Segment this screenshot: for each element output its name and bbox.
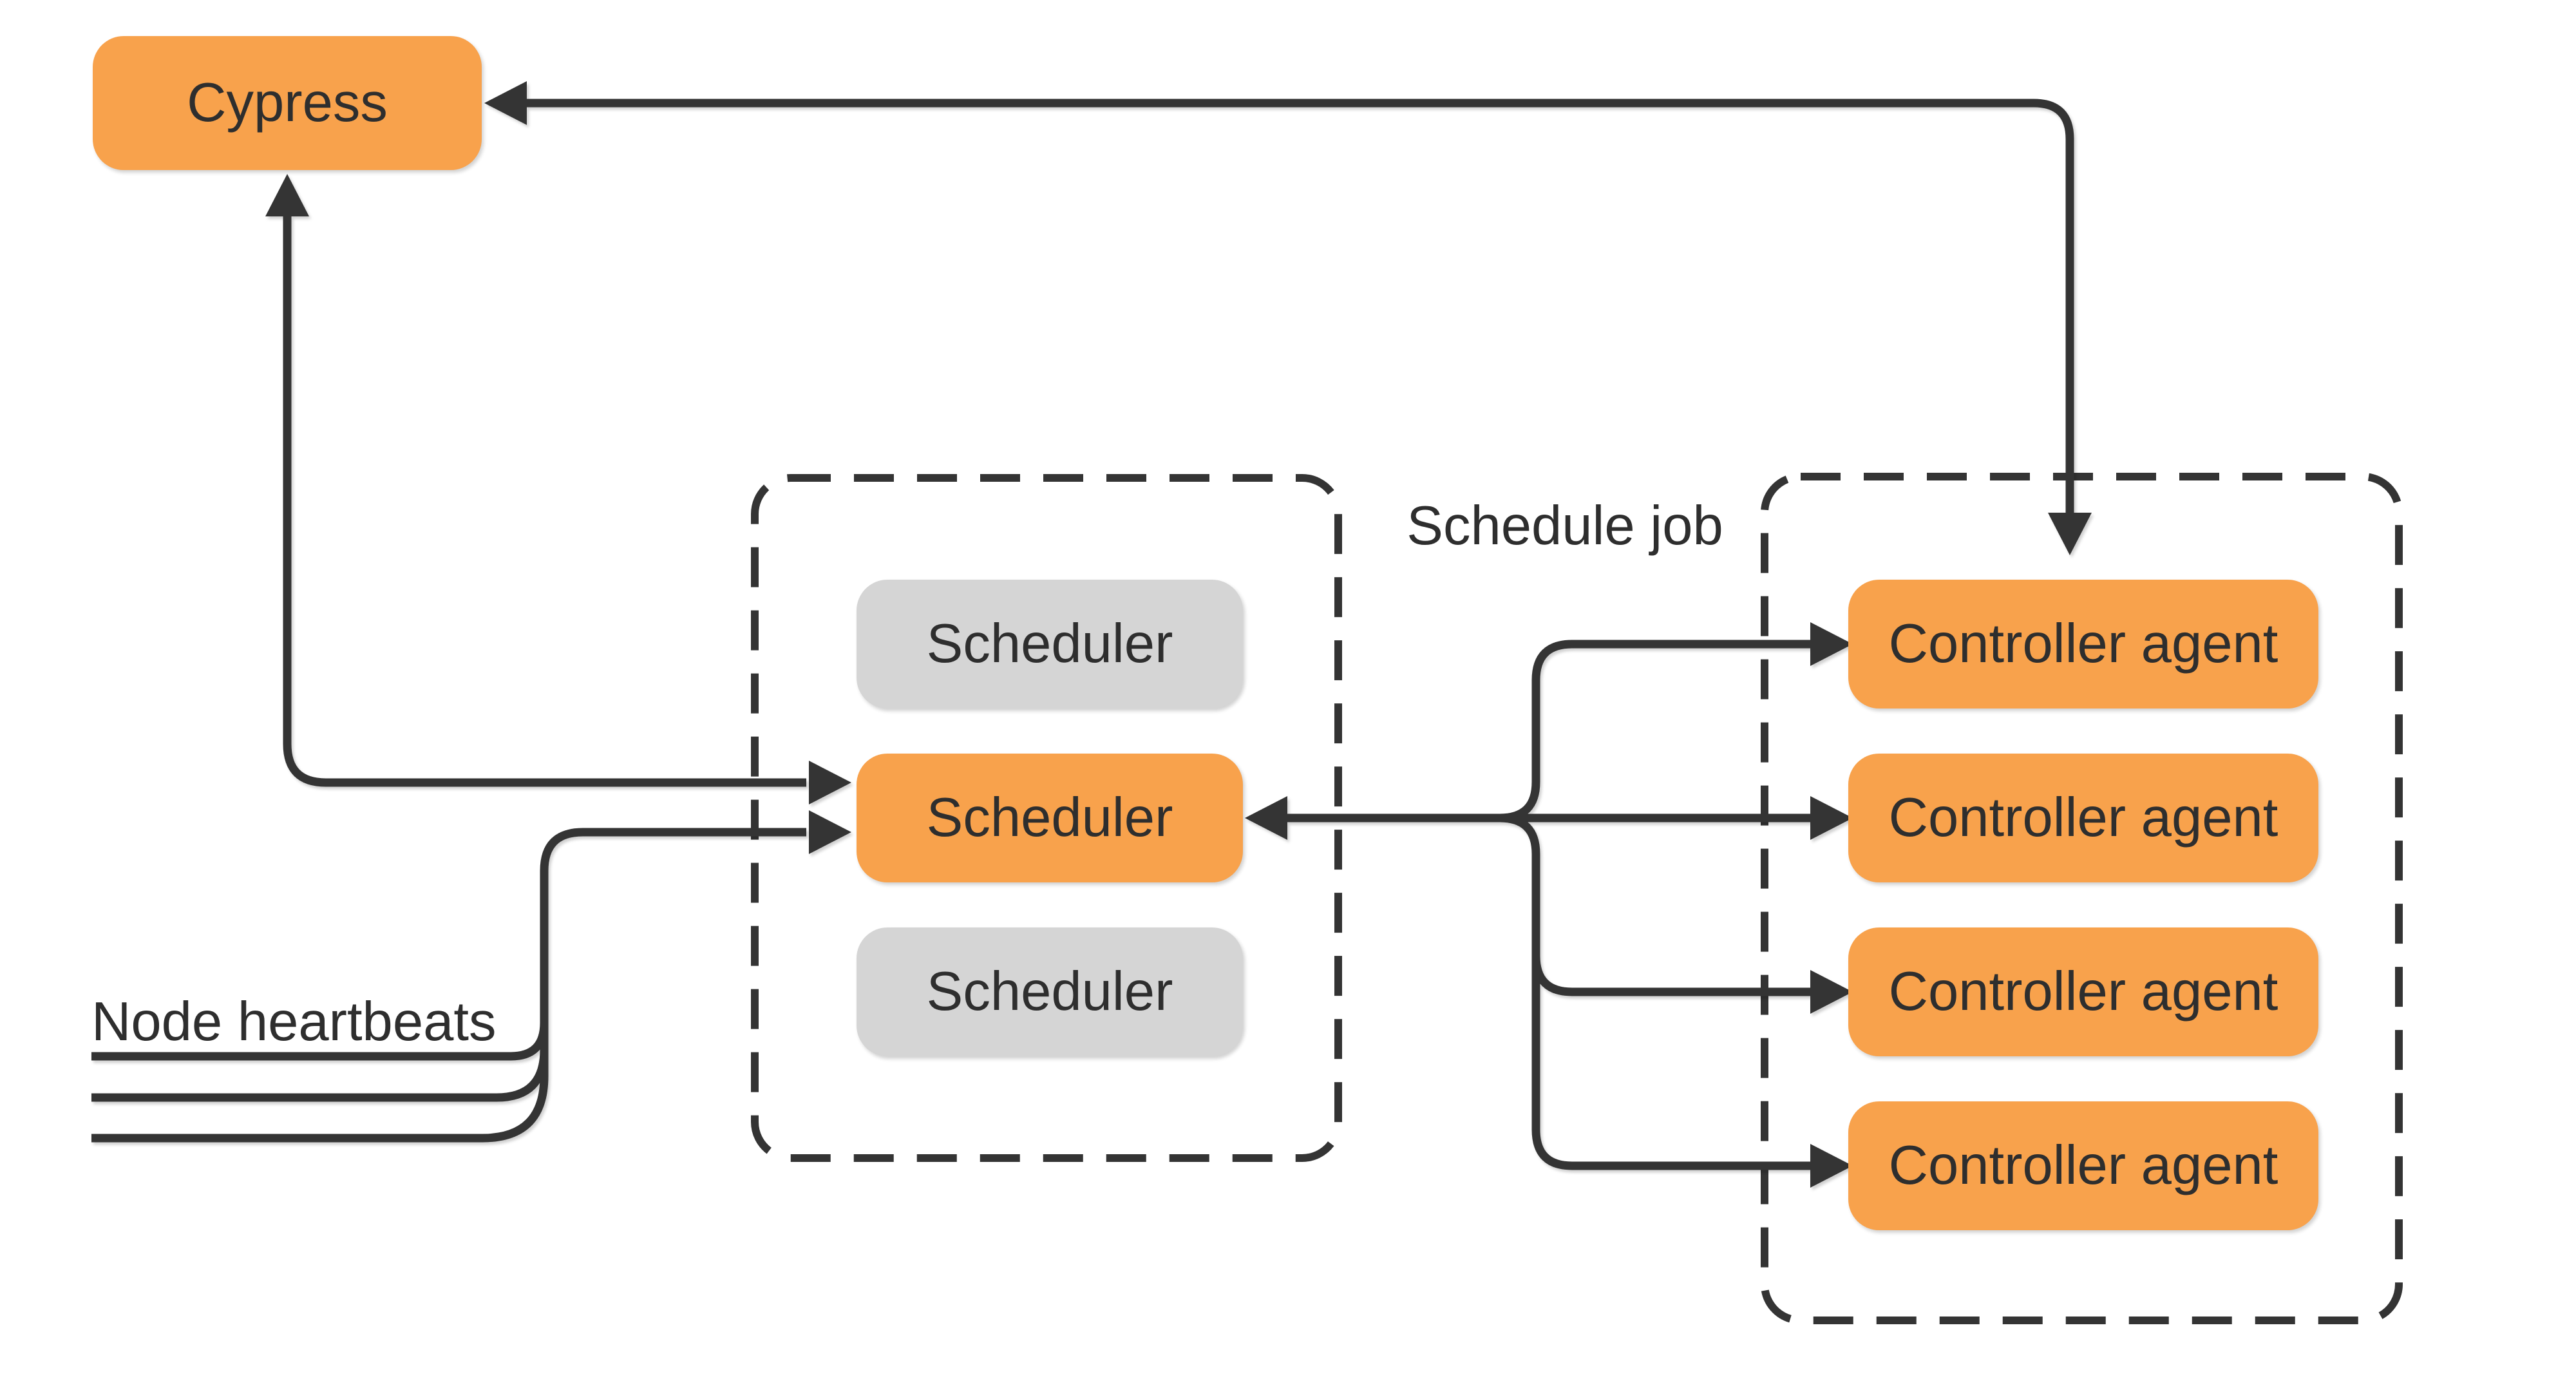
edge-branch-to-controller-agent-4 <box>1499 813 1811 1170</box>
edge-scheduler-to-cypress <box>283 216 806 787</box>
node-cypress: Cypress <box>93 36 482 170</box>
node-scheduler-1-label: Scheduler <box>926 613 1173 674</box>
node-controller-agent-1: Controller agent <box>1848 580 2318 708</box>
edge-node-heartbeat-1 <box>91 828 806 1061</box>
node-controller-agent-4: Controller agent <box>1848 1101 2318 1230</box>
arrowhead-into-controller-agent-1-left <box>1810 622 1853 666</box>
node-scheduler-1: Scheduler <box>857 580 1243 708</box>
node-controller-agent-2-label: Controller agent <box>1888 787 2278 848</box>
arrowhead-into-controller-agent-4 <box>1810 1144 1853 1188</box>
node-scheduler-2-label: Scheduler <box>926 787 1173 848</box>
node-controller-agent-3-label: Controller agent <box>1888 961 2278 1022</box>
node-controller-agent-1-label: Controller agent <box>1888 613 2278 674</box>
node-controller-agent-4-label: Controller agent <box>1888 1135 2278 1196</box>
edge-branch-to-controller-agent-1 <box>1499 640 1811 822</box>
arrowhead-into-scheduler-right <box>1245 796 1287 840</box>
arrowhead-into-controller-agent-3 <box>1810 970 1853 1014</box>
arrowhead-up-into-cypress <box>265 174 309 216</box>
node-scheduler-3: Scheduler <box>857 927 1243 1056</box>
node-controller-agent-2: Controller agent <box>1848 754 2318 882</box>
arrowhead-into-controller-agent-1-top <box>2048 513 2092 555</box>
arrowhead-into-controller-agent-2 <box>1810 796 1853 840</box>
controller-agent-group-container <box>1761 473 2403 1324</box>
node-scheduler-3-label: Scheduler <box>926 961 1173 1022</box>
node-cypress-label: Cypress <box>187 72 388 133</box>
edge-node-heartbeat-3 <box>91 992 549 1143</box>
label-schedule-job: Schedule job <box>1406 495 1723 556</box>
scheduler-group-container <box>751 474 1342 1162</box>
arrowhead-into-cypress-right <box>484 81 527 125</box>
arrowhead-into-scheduler-upper <box>809 761 851 804</box>
node-controller-agent-3: Controller agent <box>1848 927 2318 1056</box>
label-node-heartbeats: Node heartbeats <box>91 991 497 1052</box>
edge-branch-to-controller-agent-3 <box>1531 955 1811 996</box>
node-scheduler-2-active: Scheduler <box>857 754 1243 882</box>
edge-cypress-controller-agents <box>527 99 2074 513</box>
arrowhead-into-scheduler-lower <box>809 810 851 854</box>
